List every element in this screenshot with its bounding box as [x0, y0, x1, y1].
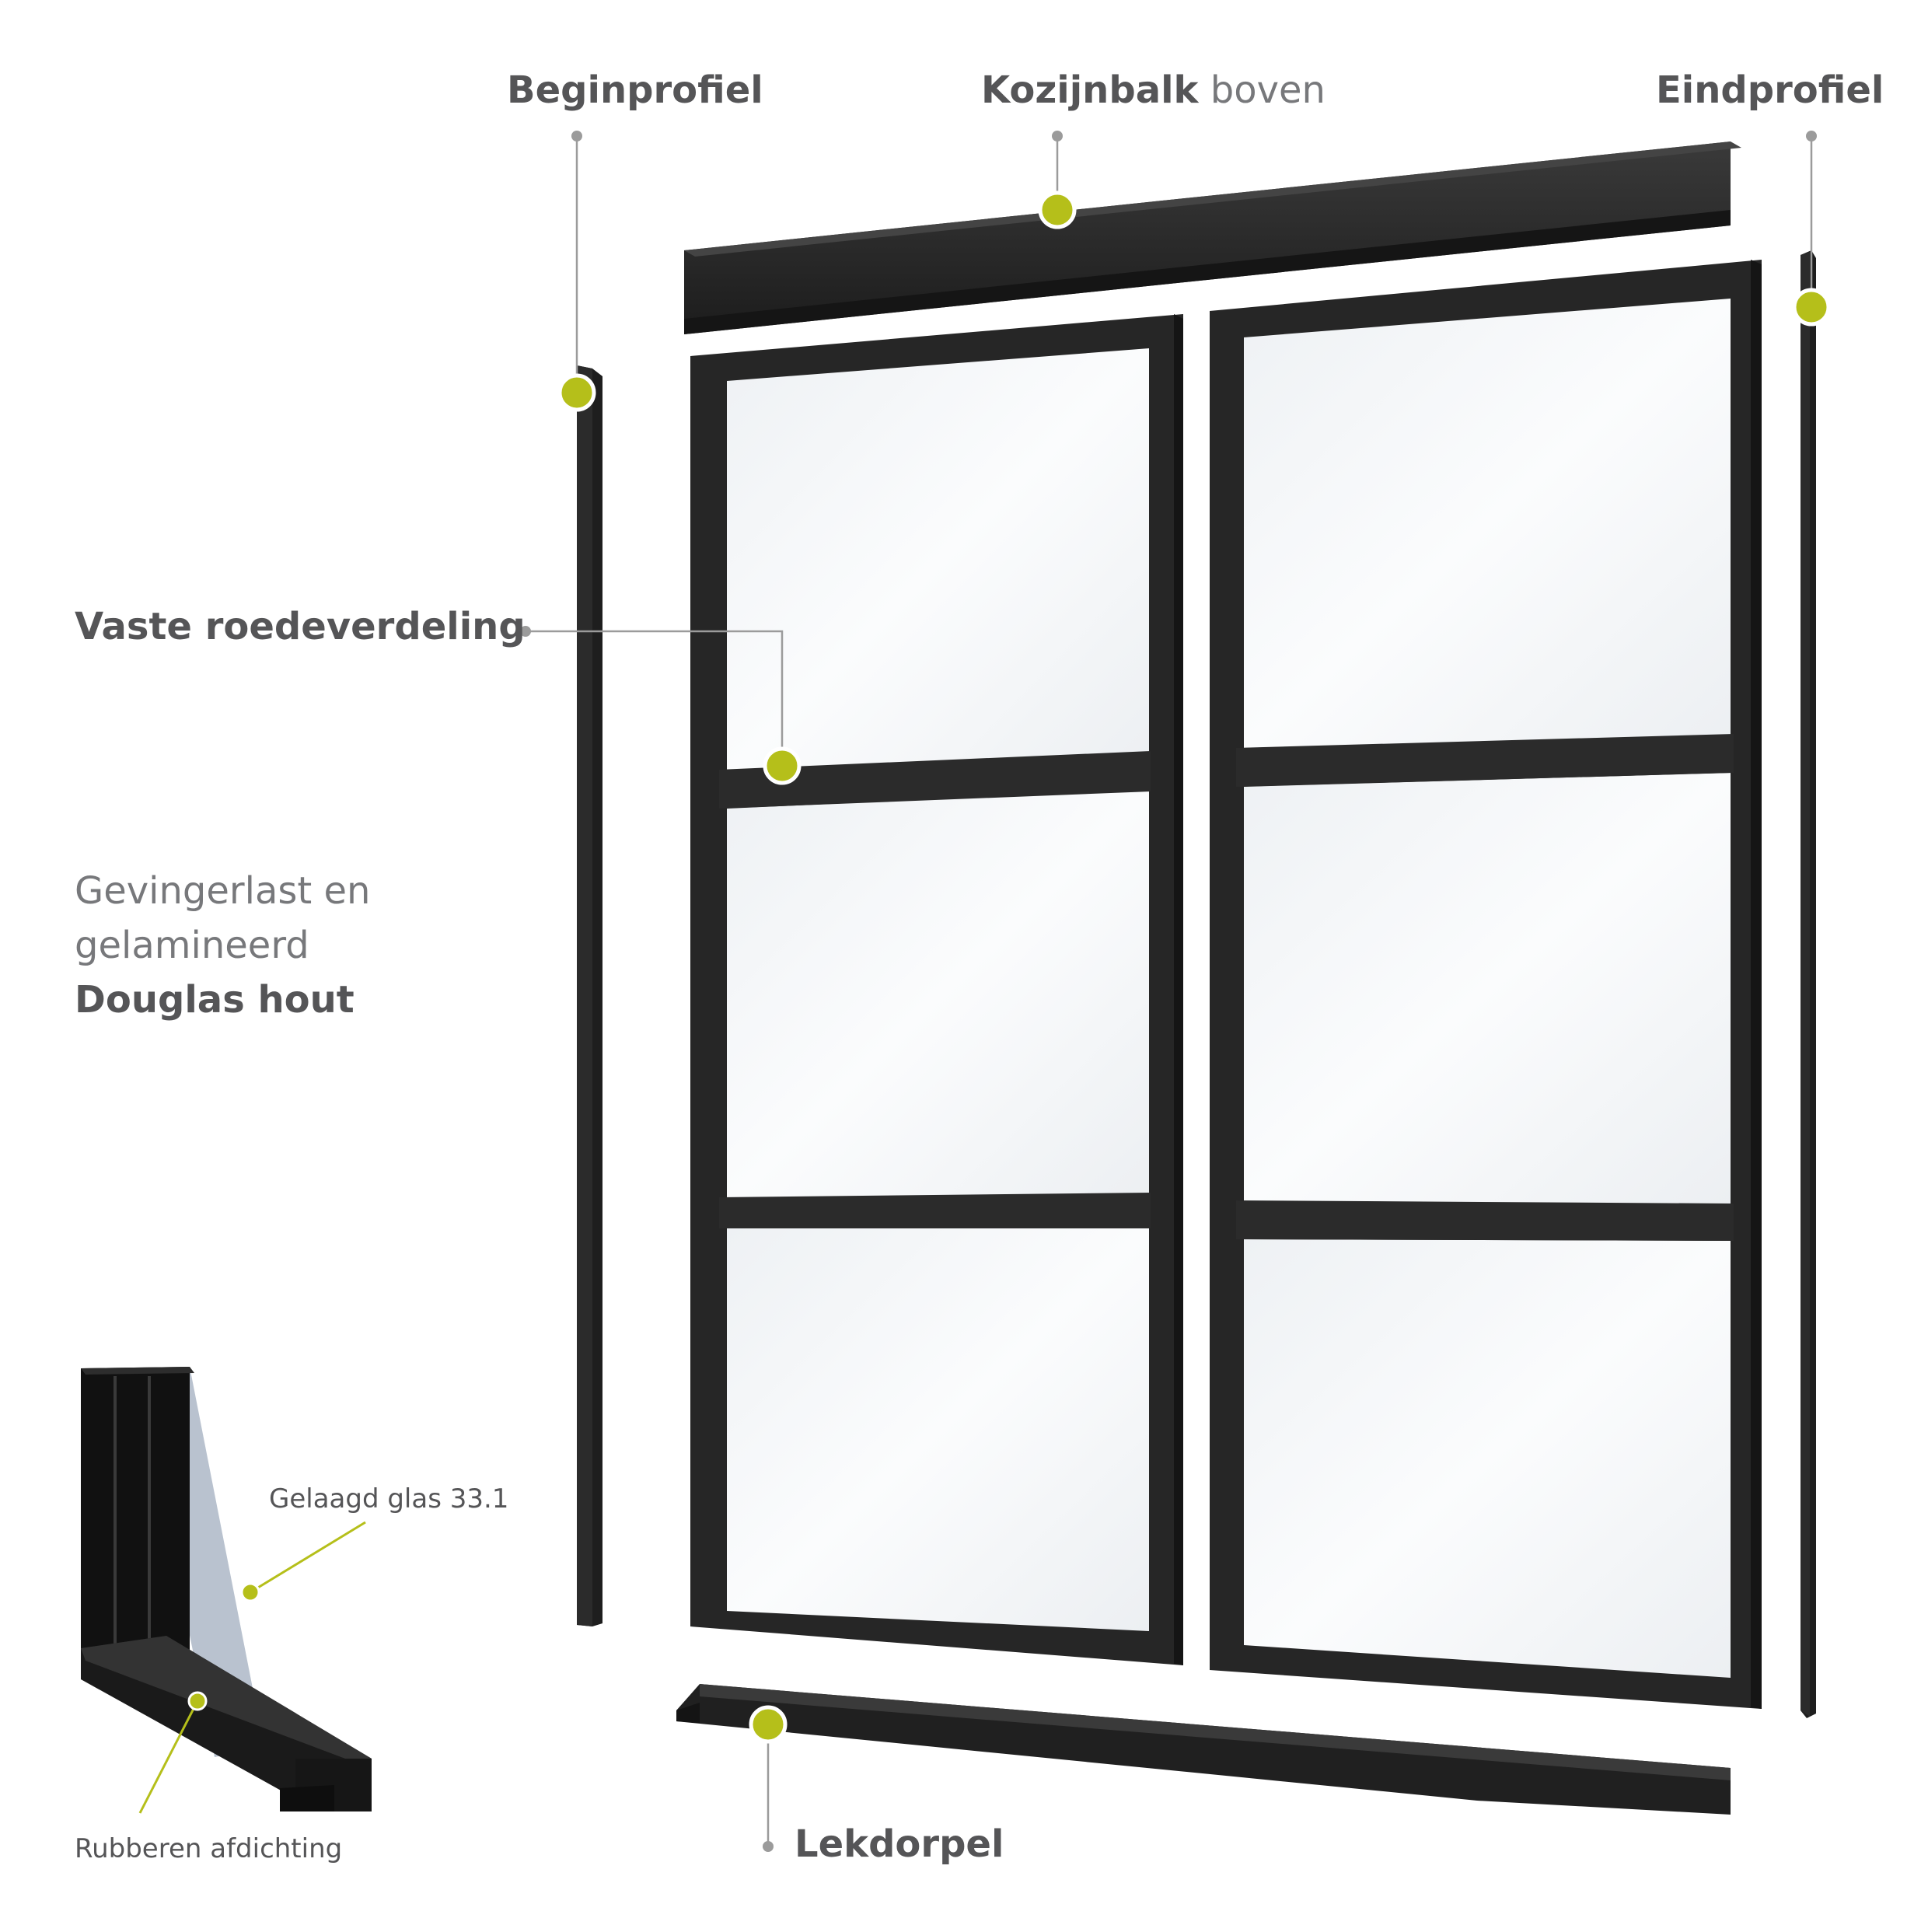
- callout-marker: [1792, 288, 1831, 327]
- afdichting-label: Rubberen afdichting: [75, 1833, 343, 1864]
- material-line-2: gelamineerd: [75, 924, 309, 967]
- leader-lines-detail: [138, 1521, 366, 1814]
- eindprofiel-profile: [1801, 250, 1816, 1718]
- material-line-1: Gevingerlast en: [75, 869, 371, 913]
- kozijnbalk-label-light: boven: [1210, 68, 1326, 112]
- glass-pane: [727, 790, 1149, 1204]
- leader-dot: [1052, 131, 1063, 141]
- profile-cross-section: [81, 1367, 372, 1811]
- glass-pane: [1244, 773, 1731, 1205]
- callout-marker: [749, 1705, 788, 1744]
- kozijnbalk-label-bold: Kozijnbalk: [981, 68, 1199, 112]
- glazing-bar: [719, 1193, 1151, 1228]
- eindprofiel-label: Eindprofiel: [1656, 68, 1884, 112]
- glazing-bar: [1236, 1200, 1734, 1241]
- callout-marker: [763, 746, 802, 785]
- leader-dot: [571, 131, 582, 141]
- beginprofiel-profile: [577, 365, 602, 1626]
- material-line-3: Douglas hout: [75, 978, 355, 1022]
- left-window-panel: [690, 314, 1183, 1665]
- leader-lines: [526, 136, 1813, 1846]
- glazing-bar: [719, 751, 1151, 809]
- glass-pane: [1244, 1239, 1731, 1678]
- lekdorpel-sill: [676, 1684, 1731, 1815]
- kozijnbalk-beam: [684, 141, 1741, 334]
- leader-line: [138, 1700, 199, 1814]
- leader-dot: [520, 626, 531, 637]
- glazing-bar: [1236, 734, 1734, 787]
- glas-label: Gelaagd glas 33.1: [269, 1483, 509, 1515]
- leader-dot: [763, 1841, 774, 1852]
- right-window-panel: [1210, 260, 1762, 1709]
- lekdorpel-label: Lekdorpel: [795, 1822, 1004, 1866]
- callout-marker: [240, 1582, 260, 1602]
- glass-pane: [727, 1228, 1149, 1631]
- leader-line: [250, 1521, 366, 1594]
- callout-markers: [187, 190, 1831, 1744]
- callout-marker: [1038, 190, 1077, 229]
- leader-line: [526, 630, 784, 766]
- leader-dot: [1806, 131, 1817, 141]
- roedeverdeling-label: Vaste roedeverdeling: [75, 605, 526, 648]
- beginprofiel-label: Beginprofiel: [507, 68, 763, 112]
- kozijnbalk-label: Kozijnbalk boven: [981, 68, 1326, 112]
- callout-marker: [187, 1691, 208, 1711]
- leader-dots: [520, 131, 1817, 1852]
- glass-pane: [1244, 299, 1731, 748]
- glass-pane: [727, 348, 1149, 777]
- callout-marker: [557, 373, 596, 412]
